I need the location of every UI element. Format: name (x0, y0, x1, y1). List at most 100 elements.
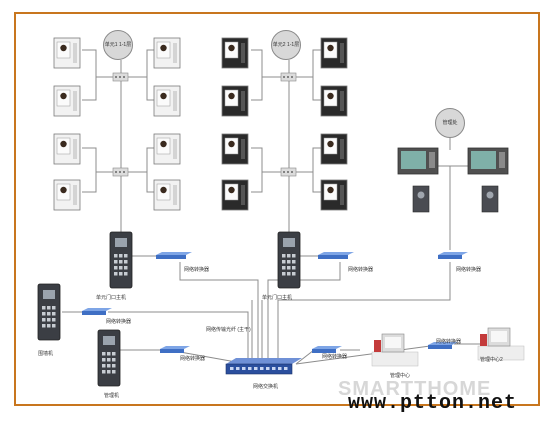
mgmt-station-key (112, 352, 116, 356)
door-station-2-key (287, 254, 291, 258)
door-station-2-key (292, 254, 296, 258)
unit1-hub-lower-led-2 (123, 171, 125, 173)
unit2-link-h (312, 172, 321, 193)
unit1-link-b (82, 77, 97, 101)
unit2-right-monitor-3-face (327, 186, 334, 194)
unit1-left-monitor-3-face (60, 186, 67, 194)
lower-switch-top (312, 346, 342, 349)
unit2-hub-lower-led-2 (291, 171, 293, 173)
switch2-to-main (267, 262, 341, 360)
pc-monitor-1-screen (401, 151, 426, 169)
wall-switch-label: 网络转换器 (106, 319, 132, 325)
main-to-lower-switch (295, 349, 315, 365)
unit1-left-monitor-1-face (60, 92, 67, 100)
unit2-left-monitor-2-keys (241, 139, 245, 159)
switch-3-top (438, 252, 468, 255)
mgmt-station-key (102, 352, 106, 356)
unit2-link-d (312, 77, 321, 101)
switch3-to-main (277, 262, 451, 360)
switch-1-top (156, 252, 192, 255)
mgmt-station-display (103, 336, 115, 345)
switch-1-label: 网络转换器 (184, 267, 210, 273)
unit1-left-monitor-2-face (60, 140, 67, 148)
door-station-2-key (287, 272, 291, 276)
desk-terminal-1-phone (374, 340, 381, 352)
mgmt-station-key (112, 364, 116, 368)
unit2-link-g (296, 147, 321, 173)
desk-terminal-1-screen (385, 337, 401, 348)
mgmt-switch-to-main (179, 351, 237, 363)
unit1-right-monitor-2-face (160, 140, 167, 148)
unit1-link-e (82, 147, 121, 173)
unit2-link-f (251, 172, 263, 193)
unit2-link-b (251, 77, 263, 101)
unit2-hub-lower-led-0 (283, 171, 285, 173)
pc-monitor-1-buttons (429, 152, 435, 168)
door-station-1-key (124, 260, 128, 264)
main-switch-port (236, 367, 240, 370)
mgmt-switch-top (160, 346, 190, 349)
pc-switch (428, 345, 452, 349)
unit1-left-monitor-3-keys (73, 185, 77, 205)
pc-switch-label: 网络转换器 (436, 339, 462, 345)
unit2-link-c (296, 49, 321, 78)
desk-terminal-2-phone (480, 334, 487, 346)
unit1-link-d (146, 77, 154, 101)
door-station-1-key (119, 272, 123, 276)
site-url: www.ptton.net (348, 392, 518, 415)
unit1-link-a (82, 49, 121, 78)
pc-2-label: 管理中心2 (480, 357, 503, 363)
mgmt-station-key (102, 358, 106, 362)
pc-switch-top (428, 342, 458, 345)
door-station-2-key (292, 272, 296, 276)
door-station-2-key (287, 266, 291, 270)
pc-camera-1 (412, 185, 430, 213)
unit1-left-monitor-0-face (60, 44, 67, 52)
unit2-hub-upper-led-1 (287, 76, 289, 78)
door-station-1-key (114, 266, 118, 270)
fiber-note-label: 网络传输光纤 (主干) (206, 327, 251, 333)
mgmt-station-key (107, 358, 111, 362)
mgmt-station-key (112, 358, 116, 362)
wall-station-key (47, 306, 51, 310)
unit1-hub-upper-led-2 (123, 76, 125, 78)
lower-switch-label: 网络转换器 (322, 354, 348, 360)
wall-station-key (42, 318, 46, 322)
pc-camera-1-lens (417, 191, 425, 199)
main-switch-port (278, 367, 282, 370)
unit2-right-monitor-1-keys (340, 91, 344, 111)
wall-station-key (47, 312, 51, 316)
lower-switch (312, 349, 336, 353)
unit2-left-monitor-1-face (228, 92, 235, 100)
unit2-right-monitor-2-keys (340, 139, 344, 159)
mgmt-station-key (102, 370, 106, 374)
wall-station-key (47, 324, 51, 328)
unit2-hub-upper-led-0 (283, 76, 285, 78)
main-switch-port (230, 367, 234, 370)
unit2-left-monitor-0-keys (241, 43, 245, 63)
mgmt-station-key (102, 364, 106, 368)
switch-2-label: 网络转换器 (348, 267, 374, 273)
door-station-2-key (287, 260, 291, 264)
main-switch (225, 363, 293, 375)
unit2-link-a (251, 49, 289, 78)
wall-station-key (52, 324, 56, 328)
unit1-hub-lower-led-1 (119, 171, 121, 173)
unit1-link-f (82, 172, 97, 193)
pc-monitor-2-screen (471, 151, 496, 169)
wall-station-label: 围墙机 (38, 351, 54, 357)
switch-3 (438, 255, 462, 259)
main-switch-port (248, 367, 252, 370)
wall-switch-to-main (108, 311, 249, 360)
unit1-left-monitor-2-keys (73, 139, 77, 159)
switch1-to-main (179, 262, 259, 360)
unit2-hub-upper-led-2 (291, 76, 293, 78)
mgmt-station-key (107, 370, 111, 374)
mgmt-station-key (107, 364, 111, 368)
unit1-right-monitor-2-keys (173, 139, 177, 159)
unit2-hub-lower-led-1 (287, 171, 289, 173)
unit1-link-g (128, 147, 154, 173)
door-station-1-key (119, 260, 123, 264)
unit2-right-monitor-2-face (327, 140, 334, 148)
